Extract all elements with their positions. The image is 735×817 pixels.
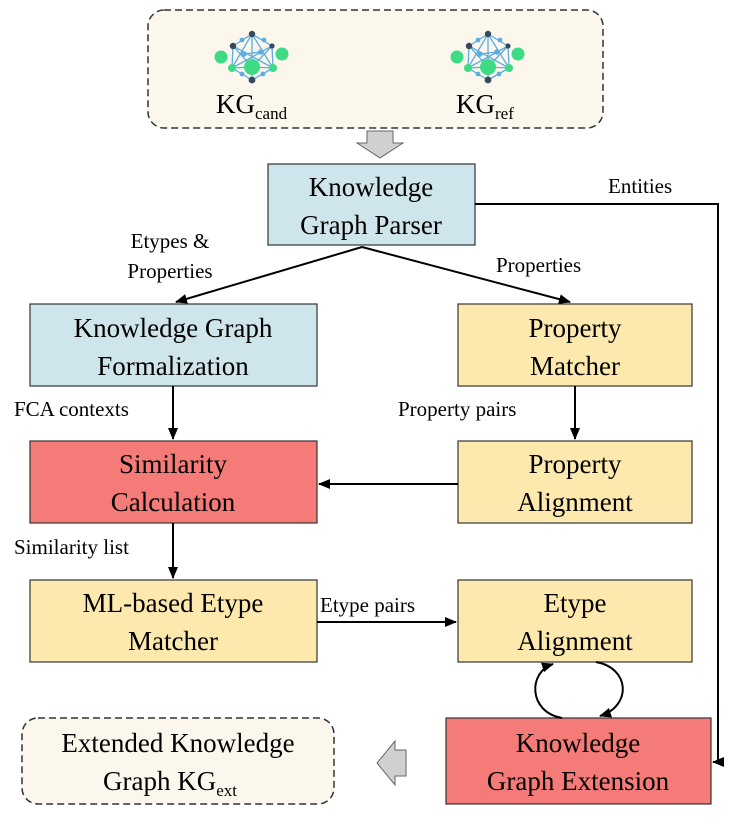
parser-box: Knowledge Graph Parser	[267, 163, 476, 246]
arrow-parser-to-property-matcher	[361, 246, 571, 305]
arrow-parser-to-formalization	[175, 246, 363, 304]
kg-ref-label: KGref	[456, 89, 514, 123]
parser-line2: Graph Parser	[300, 210, 442, 240]
property-matcher-line2: Matcher	[530, 351, 620, 381]
property-alignment-line1: Property	[529, 449, 622, 479]
property-matcher-box: Property Matcher	[457, 303, 693, 387]
etype-alignment-line1: Etype	[544, 588, 607, 618]
parser-line1: Knowledge	[309, 172, 433, 202]
formalization-line2: Formalization	[97, 351, 249, 381]
label-etype-pairs: Etype pairs	[320, 593, 415, 617]
kg-cand-label: KGcand	[216, 89, 288, 123]
input-flow-arrow	[355, 130, 405, 159]
etype-alignment-line2: Alignment	[517, 626, 633, 656]
label-entities: Entities	[608, 174, 672, 198]
extension-line1: Knowledge	[516, 728, 640, 758]
label-properties: Properties	[496, 253, 581, 277]
property-matcher-line1: Property	[529, 313, 622, 343]
input-graphs-group: KGcand KGref	[147, 9, 604, 129]
extension-line2: Graph Extension	[487, 766, 670, 796]
label-property-pairs: Property pairs	[398, 397, 516, 421]
label-etypes-properties-2: Properties	[127, 259, 212, 283]
etype-matcher-line1: ML-based Etype	[83, 588, 264, 618]
etype-matcher-line2: Matcher	[128, 626, 218, 656]
etype-matcher-box: ML-based Etype Matcher	[29, 579, 318, 663]
label-fca-contexts: FCA contexts	[14, 397, 129, 421]
label-etypes-properties-1: Etypes &	[131, 229, 210, 253]
property-alignment-box: Property Alignment	[457, 440, 693, 524]
arrow-alignment-to-extension	[595, 661, 624, 718]
output-box: Extended Knowledge Graph KGext	[21, 717, 335, 805]
label-similarity-list: Similarity list	[14, 535, 129, 559]
formalization-line1: Knowledge Graph	[74, 313, 273, 343]
similarity-box: Similarity Calculation	[29, 440, 318, 524]
arrow-parser-to-extension	[475, 203, 724, 767]
similarity-line2: Calculation	[111, 487, 236, 517]
formalization-box: Knowledge Graph Formalization	[29, 303, 318, 387]
similarity-line1: Similarity	[119, 449, 228, 479]
output-flow-arrow	[376, 739, 407, 787]
extension-box: Knowledge Graph Extension	[445, 717, 712, 805]
output-line1: Extended Knowledge	[61, 728, 294, 758]
arrow-extension-to-alignment	[534, 662, 563, 719]
etype-alignment-box: Etype Alignment	[457, 579, 693, 663]
property-alignment-line2: Alignment	[517, 487, 633, 517]
output-line2: Graph KGext	[103, 766, 237, 800]
